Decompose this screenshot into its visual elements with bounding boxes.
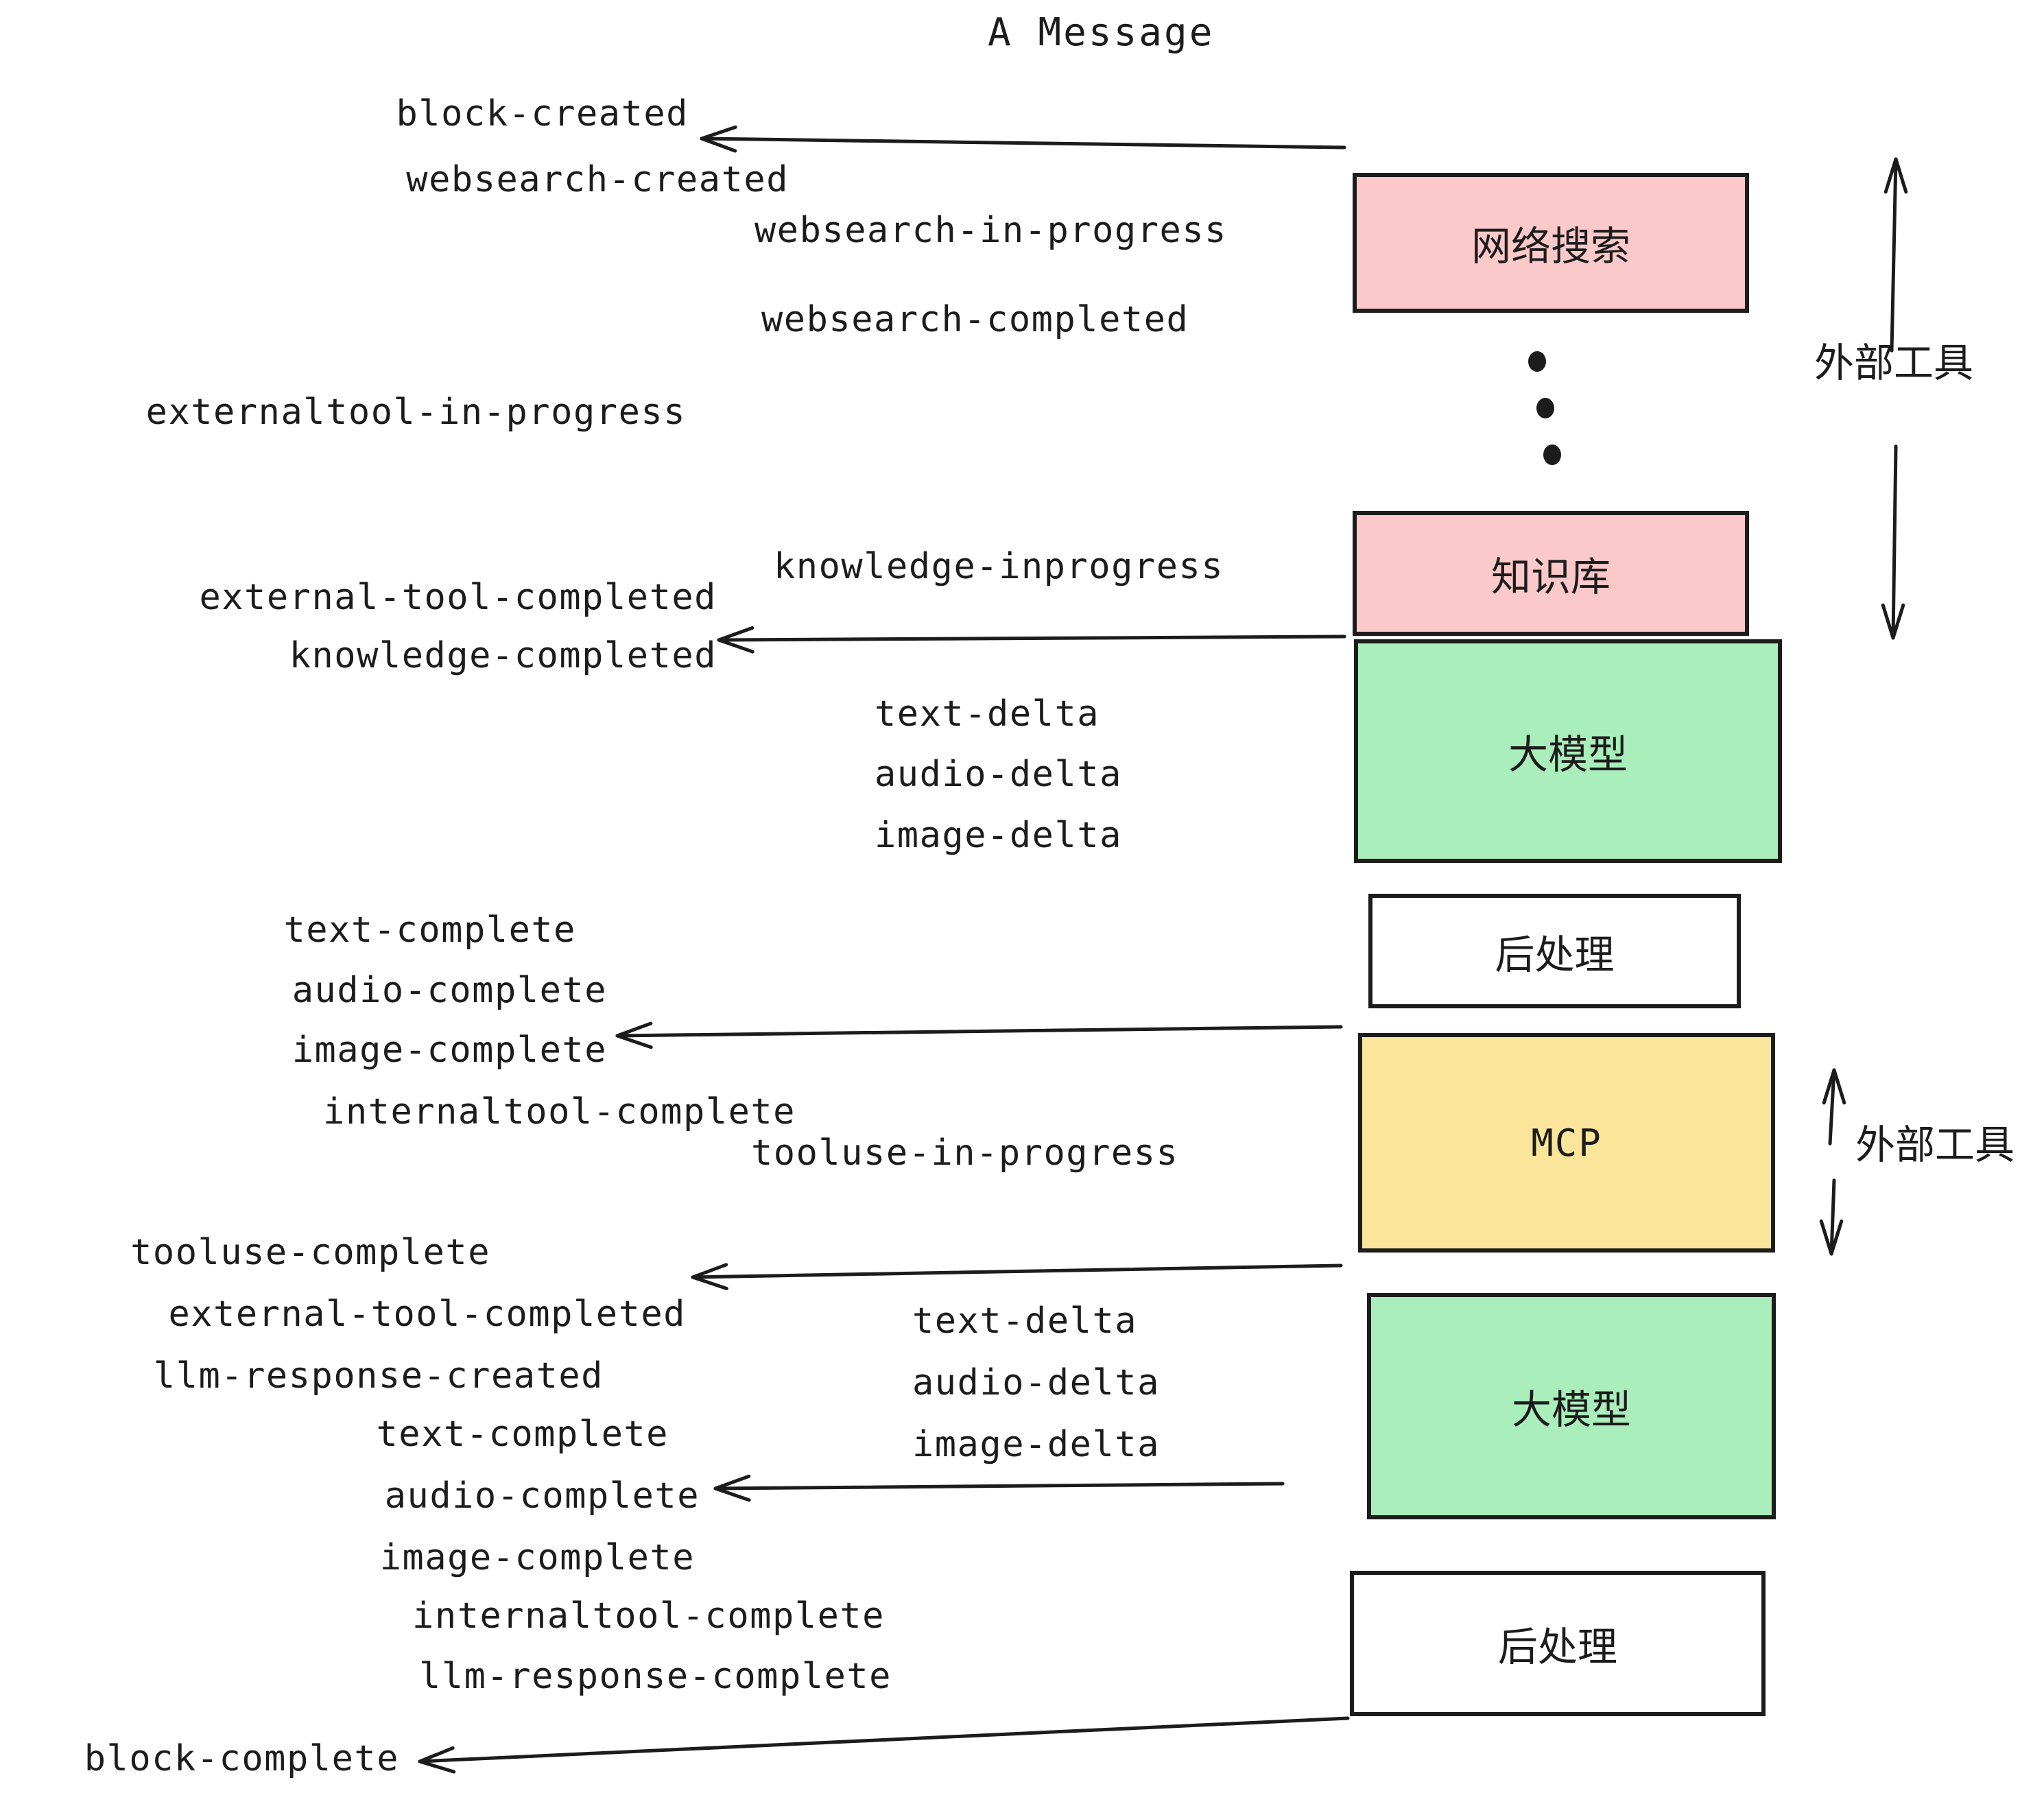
event-llm-response-created: llm-response-created <box>153 1355 604 1397</box>
ellipsis-dot-1 <box>1528 351 1546 372</box>
arrow-tooluse-complete <box>691 1263 1343 1290</box>
node-websearch: 网络搜索 <box>1353 173 1749 313</box>
event-tooluse-in-progress: tooluse-in-progress <box>751 1132 1179 1174</box>
event-internaltool-complete-1: internaltool-complete <box>323 1091 796 1132</box>
event-image-complete-1: image-complete <box>292 1030 607 1071</box>
node-llm-1: 大模型 <box>1354 639 1782 863</box>
event-audio-complete-2: audio-complete <box>384 1475 700 1517</box>
node-label-mcp: MCP <box>1531 1121 1602 1165</box>
event-text-delta-2: text-delta <box>912 1301 1138 1342</box>
external-tools-arrow-top <box>1881 157 1908 640</box>
event-image-complete-2: image-complete <box>379 1537 695 1578</box>
node-postprocess-2: 后处理 <box>1350 1571 1766 1716</box>
ellipsis-dot-2 <box>1536 398 1554 418</box>
event-text-complete-1: text-complete <box>283 910 576 951</box>
arrow-audio-complete <box>713 1474 1285 1502</box>
side-label-external-tools-bottom: 外部工具 <box>1855 1121 2015 1168</box>
node-mcp: MCP <box>1358 1033 1775 1253</box>
node-knowledge: 知识库 <box>1353 511 1749 636</box>
event-websearch-completed: websearch-completed <box>761 299 1189 340</box>
event-audio-complete-1: audio-complete <box>292 970 607 1011</box>
event-llm-response-complete: llm-response-complete <box>419 1656 892 1697</box>
event-image-delta-2: image-delta <box>912 1424 1160 1465</box>
event-external-tool-completed-2: external-tool-completed <box>168 1294 686 1335</box>
event-knowledge-inprogress: knowledge-inprogress <box>774 546 1224 587</box>
node-label-llm-1: 大模型 <box>1508 731 1628 778</box>
event-external-tool-completed-1: external-tool-completed <box>199 577 717 618</box>
event-audio-delta-1: audio-delta <box>875 754 1122 795</box>
event-websearch-created: websearch-created <box>406 159 789 200</box>
node-label-llm-2: 大模型 <box>1511 1386 1631 1433</box>
node-label-websearch: 网络搜索 <box>1471 223 1630 270</box>
event-internaltool-complete-2: internaltool-complete <box>412 1595 885 1637</box>
node-postprocess-1: 后处理 <box>1368 894 1741 1008</box>
event-externaltool-in-progress: externaltool-in-progress <box>145 392 686 433</box>
arrow-image-complete <box>615 1021 1343 1049</box>
event-block-complete: block-complete <box>84 1738 399 1779</box>
node-label-postprocess-1: 后处理 <box>1495 931 1615 978</box>
node-llm-2: 大模型 <box>1367 1293 1776 1519</box>
event-text-complete-2: text-complete <box>376 1414 669 1455</box>
arrow-block-created <box>700 125 1346 153</box>
event-knowledge-completed: knowledge-completed <box>289 635 717 676</box>
external-tools-arrow-bottom <box>1819 1068 1846 1256</box>
event-audio-delta-2: audio-delta <box>912 1362 1160 1403</box>
side-label-external-tools-top: 外部工具 <box>1814 340 1974 386</box>
event-block-created: block-created <box>396 93 689 134</box>
arrow-knowledge-completed <box>717 626 1346 654</box>
event-text-delta-1: text-delta <box>875 693 1100 735</box>
page-title: A Message <box>988 10 1215 55</box>
event-image-delta-1: image-delta <box>875 815 1122 856</box>
ellipsis-dot-3 <box>1543 444 1561 465</box>
arrow-block-complete <box>418 1716 1350 1774</box>
node-label-postprocess-2: 后处理 <box>1497 1624 1617 1670</box>
event-websearch-in-progress: websearch-in-progress <box>754 210 1227 251</box>
event-tooluse-complete: tooluse-complete <box>130 1232 490 1273</box>
node-label-knowledge: 知识库 <box>1490 554 1611 600</box>
